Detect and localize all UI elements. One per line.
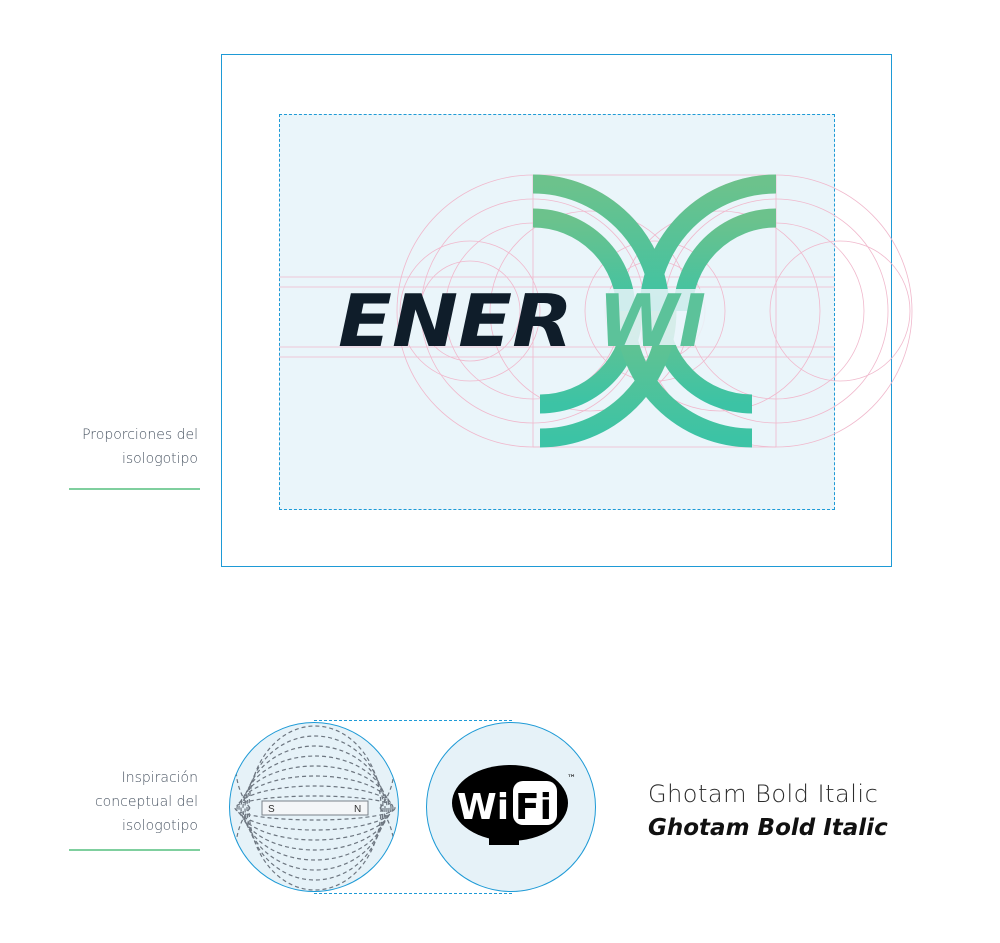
proportions-label-line-2: isologotipo <box>121 451 198 467</box>
proportions-label-line-1: Proporciones del <box>82 427 198 443</box>
circles-connector-top <box>314 720 512 721</box>
logo-wordmark-wi: WI <box>598 279 706 363</box>
inspiration-label-line-1: Inspiración <box>121 770 198 786</box>
wifi-logo-fi: Fi <box>515 787 552 828</box>
proportions-label: Proporciones del isologotipo <box>40 423 198 471</box>
font-sample-bold-italic: Ghotam Bold Italic <box>648 815 888 841</box>
wifi-logo-image: Wi Fi ™ <box>426 722 596 892</box>
isologo-construction: ENER WI <box>279 174 913 448</box>
wifi-logo-wi: Wi <box>457 787 509 828</box>
magnetic-field-icon: S N <box>234 723 396 891</box>
inspiration-label: Inspiración conceptual del isologotipo <box>40 766 198 838</box>
font-sample-regular: Ghotam Bold Italic <box>648 780 879 808</box>
magnet-field-image: S N <box>229 722 399 892</box>
wifi-logo-icon: Wi Fi ™ <box>452 765 576 845</box>
logo-wordmark-ener: ENER <box>338 279 573 363</box>
circles-connector-bottom <box>314 893 512 894</box>
inspiration-label-line-2: conceptual del <box>94 794 198 810</box>
magnet-pole-s: S <box>268 804 275 815</box>
inspiration-label-line-3: isologotipo <box>121 818 198 834</box>
proportions-divider <box>69 488 200 490</box>
magnet-pole-n: N <box>354 804 361 815</box>
wifi-logo-tm: ™ <box>567 774 576 784</box>
inspiration-divider <box>69 849 200 851</box>
